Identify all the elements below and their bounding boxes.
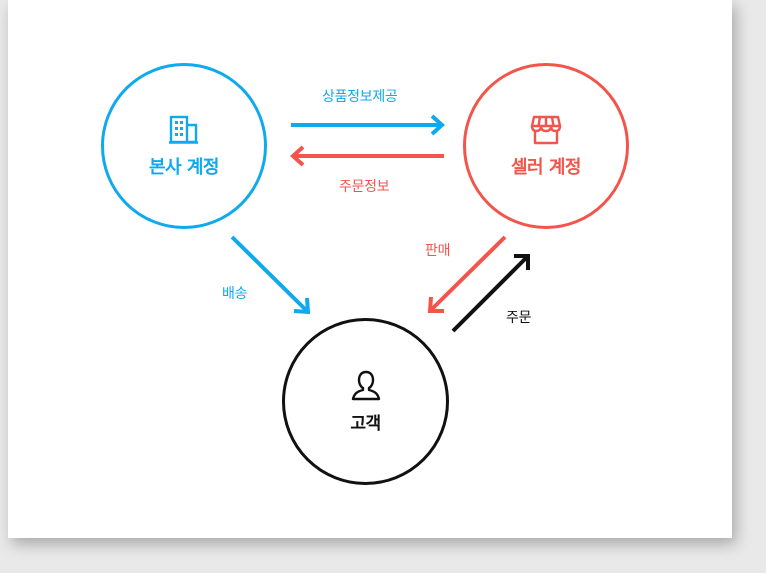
- order-label: 주문: [506, 310, 532, 326]
- hq-account-node: 본사 계정: [101, 63, 267, 229]
- shipping-label: 배송: [222, 286, 248, 302]
- product-info-label: 상품정보제공: [322, 89, 398, 105]
- sale-label: 판매: [425, 243, 451, 259]
- building-icon: [169, 115, 198, 144]
- hq-account-label: 본사 계정: [148, 157, 220, 178]
- arrow-order: [451, 254, 530, 333]
- person-icon: [351, 370, 380, 401]
- order-info-label: 주문정보: [339, 179, 390, 195]
- customer-label: 고객: [350, 414, 381, 434]
- arrow-shipping: [230, 235, 311, 315]
- seller-account-label: 셀러 계정: [510, 157, 582, 178]
- customer-node: 고객: [282, 318, 449, 485]
- store-awning-icon: [530, 115, 562, 145]
- arrow-order-info: [290, 145, 444, 167]
- seller-account-node: 셀러 계정: [463, 63, 629, 229]
- arrow-product-info: [291, 114, 445, 136]
- arrow-sale: [427, 235, 507, 313]
